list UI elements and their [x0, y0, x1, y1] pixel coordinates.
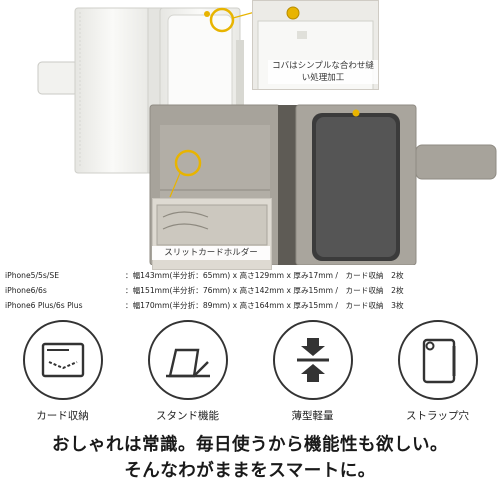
feature-thin-light: 薄型軽量: [254, 318, 372, 430]
tagline-line-1: おしゃれは常識。毎日使うから機能性も欲しい。: [52, 435, 448, 455]
slit-holder-label: スリットカードホルダー: [152, 246, 270, 260]
spec-model: iPhone6/6s: [5, 286, 47, 295]
feature-label: カード収納: [36, 410, 89, 422]
strap-hole-icon: [397, 320, 478, 400]
card-slot-icon: [22, 320, 103, 400]
feature-strap-hole: ストラップ穴: [379, 318, 497, 430]
feature-stand: スタンド機能: [129, 318, 247, 430]
spec-table: iPhone5/5s/SE ：幅143mm(半分折：65mm) x 高さ129m…: [5, 268, 495, 313]
spec-model: iPhone5/5s/SE: [5, 271, 59, 280]
tagline: おしゃれは常識。毎日使うから機能性も欲しい。 そんなわがままをスマートに。: [0, 430, 500, 484]
feature-label: ストラップ穴: [406, 410, 469, 422]
spec-detail: ：幅151mm(半分折：76mm) x 高さ142mm x 厚み15mm / カ…: [125, 286, 404, 295]
spec-model: iPhone6 Plus/6s Plus: [5, 301, 83, 310]
spec-detail: ：幅143mm(半分折：65mm) x 高さ129mm x 厚み17mm / カ…: [125, 271, 404, 280]
spec-detail: ：幅170mm(半分折：89mm) x 高さ164mm x 厚み15mm / カ…: [125, 301, 404, 310]
stand-icon: [147, 320, 228, 400]
feature-card-storage: カード収納: [4, 318, 122, 430]
thin-light-icon: [272, 320, 353, 400]
spec-row-iphone6-plus: iPhone6 Plus/6s Plus ：幅170mm(半分折：89mm) x…: [5, 298, 495, 313]
feature-list: カード収納 スタンド機能 薄型軽量: [0, 318, 500, 430]
spec-row-iphone5: iPhone5/5s/SE ：幅143mm(半分折：65mm) x 高さ129m…: [5, 268, 495, 283]
edge-finish-label: コバはシンプルな合わせ縫い処理加工: [268, 60, 378, 84]
feature-label: 薄型軽量: [291, 410, 334, 422]
feature-label: スタンド機能: [156, 410, 219, 422]
spec-row-iphone6: iPhone6/6s ：幅151mm(半分折：76mm) x 高さ142mm x…: [5, 283, 495, 298]
tagline-line-2: そんなわがままをスマートに。: [124, 461, 376, 481]
